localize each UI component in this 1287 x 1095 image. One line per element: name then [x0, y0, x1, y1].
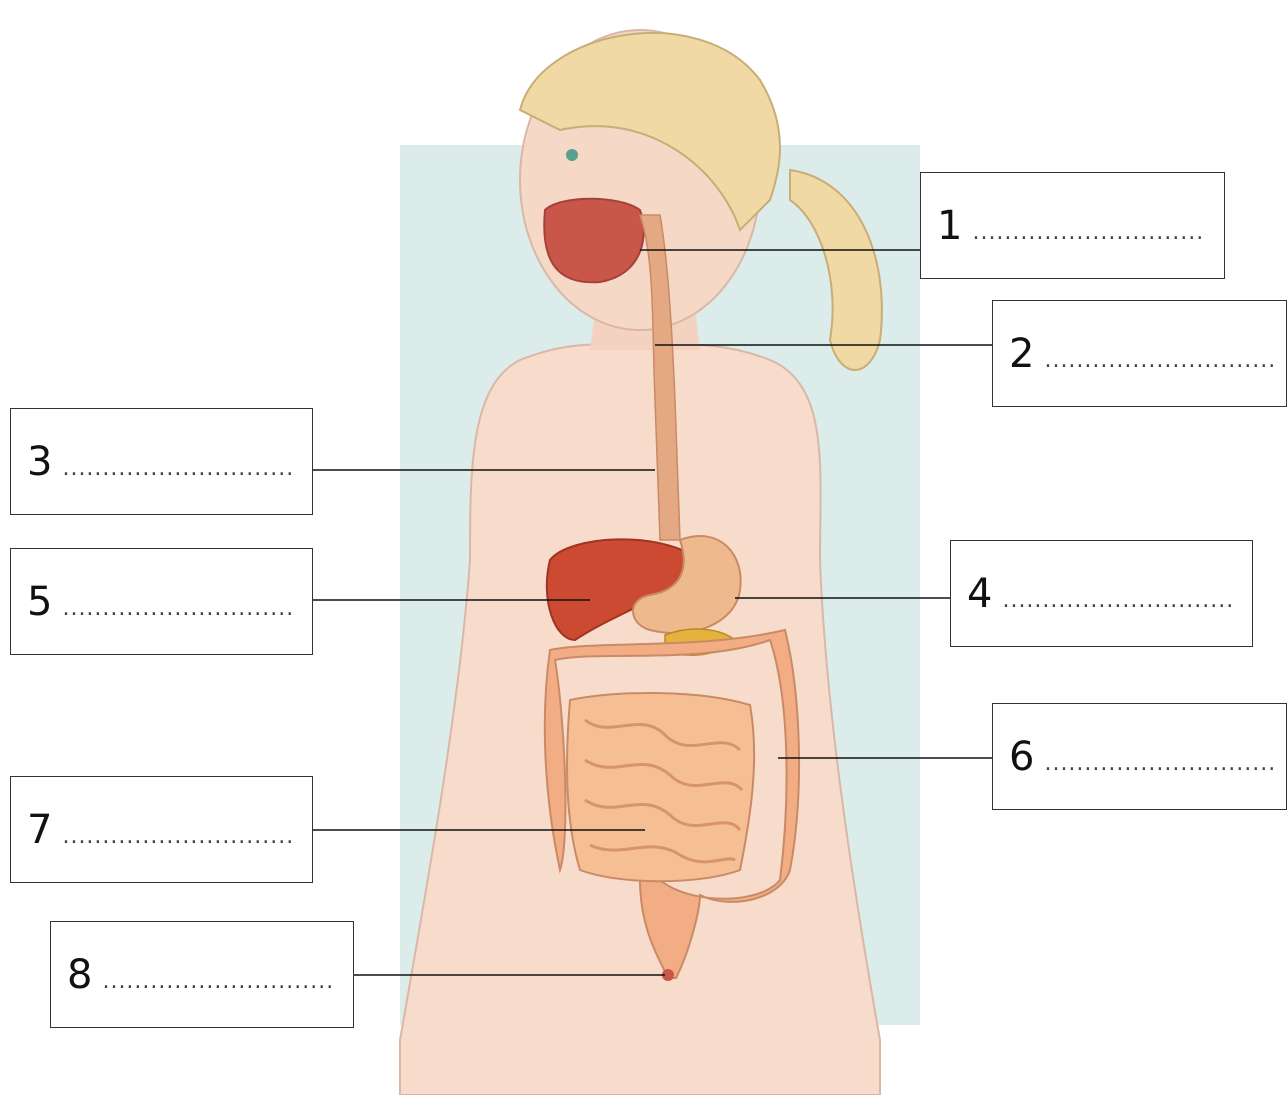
label-number: 7: [27, 807, 52, 853]
small-intestine: [567, 693, 754, 881]
answer-blank[interactable]: .............................: [62, 824, 294, 849]
label-box-7[interactable]: 7 .............................: [10, 776, 313, 883]
label-box-3[interactable]: 3 .............................: [10, 408, 313, 515]
label-box-8[interactable]: 8 .............................: [50, 921, 354, 1028]
answer-blank[interactable]: .............................: [62, 456, 294, 481]
label-box-1[interactable]: 1 .............................: [920, 172, 1225, 279]
label-box-5[interactable]: 5 .............................: [10, 548, 313, 655]
mouth-cavity: [544, 199, 643, 283]
answer-blank[interactable]: .............................: [1044, 348, 1276, 373]
label-box-4[interactable]: 4 .............................: [950, 540, 1253, 647]
label-number: 1: [937, 203, 962, 249]
label-number: 2: [1009, 331, 1034, 377]
answer-blank[interactable]: .............................: [972, 220, 1204, 245]
answer-blank[interactable]: .............................: [1002, 588, 1234, 613]
label-number: 8: [67, 952, 92, 998]
label-number: 5: [27, 579, 52, 625]
label-number: 3: [27, 439, 52, 485]
label-number: 4: [967, 571, 992, 617]
label-box-2[interactable]: 2 .............................: [992, 300, 1287, 407]
eye: [566, 149, 578, 161]
answer-blank[interactable]: .............................: [1044, 751, 1276, 776]
answer-blank[interactable]: .............................: [62, 596, 294, 621]
answer-blank[interactable]: .............................: [102, 969, 334, 994]
label-number: 6: [1009, 734, 1034, 780]
label-box-6[interactable]: 6 .............................: [992, 703, 1287, 810]
